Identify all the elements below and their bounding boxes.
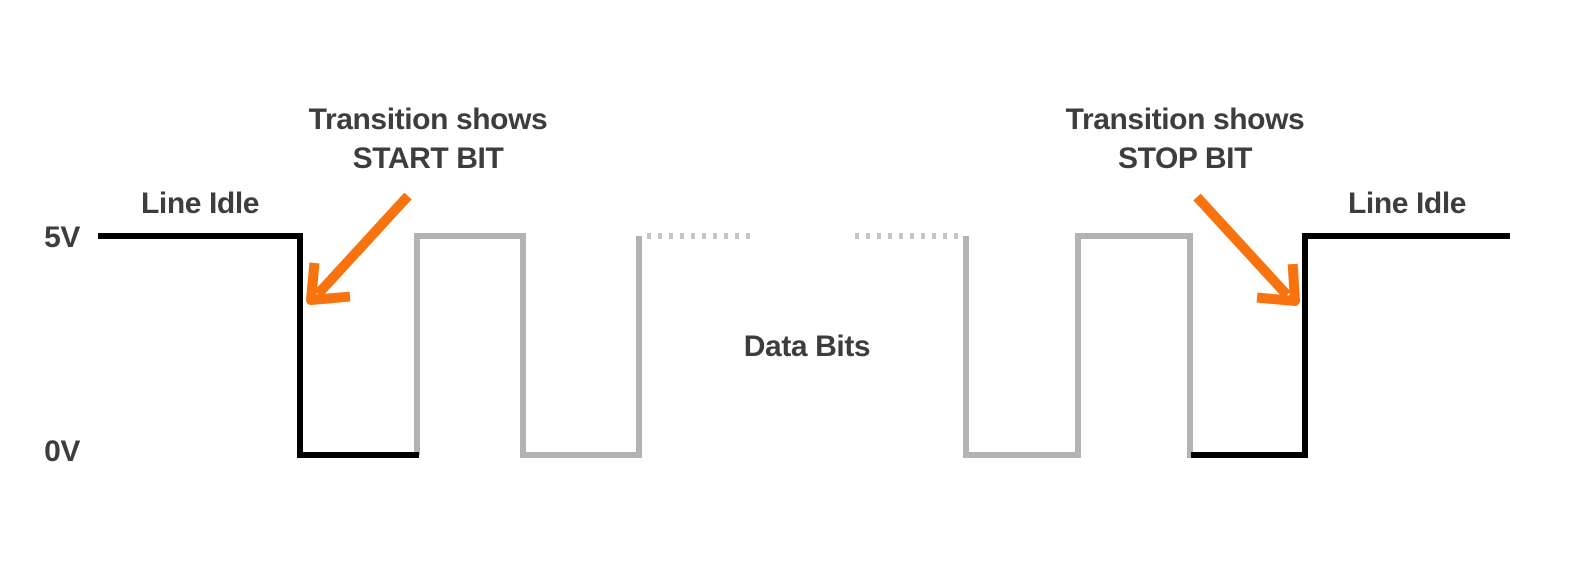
data-bits-label: Data Bits bbox=[743, 330, 871, 363]
start-bit-arrow-shaft bbox=[314, 192, 412, 298]
stop-bit-annotation: Transition shows STOP BIT bbox=[1025, 100, 1345, 178]
start-bit-annotation-line2: START BIT bbox=[352, 142, 504, 175]
stop-bit-annotation-line1: Transition shows bbox=[1065, 103, 1305, 136]
stop-bit-arrowhead-icon bbox=[1256, 263, 1300, 306]
line-idle-label-left: Line Idle bbox=[140, 187, 260, 220]
start-bit-annotation-line1: Transition shows bbox=[308, 103, 548, 136]
data-pulse-right-segment bbox=[963, 233, 1194, 458]
start-bit-annotation: Transition shows START BIT bbox=[268, 100, 588, 178]
idle-and-start-bit-segment bbox=[98, 233, 419, 458]
voltage-label-0v: 0V bbox=[44, 435, 80, 468]
data-pulse-left-segment bbox=[414, 233, 642, 458]
stop-bit-arrow bbox=[1193, 193, 1300, 306]
start-bit-arrowhead-icon bbox=[306, 262, 351, 305]
line-idle-label-right: Line Idle bbox=[1347, 187, 1467, 220]
start-bit-arrow bbox=[306, 192, 412, 305]
voltage-label-5v: 5V bbox=[44, 221, 80, 254]
stop-bit-arrow-shaft bbox=[1193, 193, 1291, 299]
stop-bit-and-idle-segment bbox=[1191, 233, 1510, 458]
stop-bit-annotation-line2: STOP BIT bbox=[1117, 142, 1253, 175]
